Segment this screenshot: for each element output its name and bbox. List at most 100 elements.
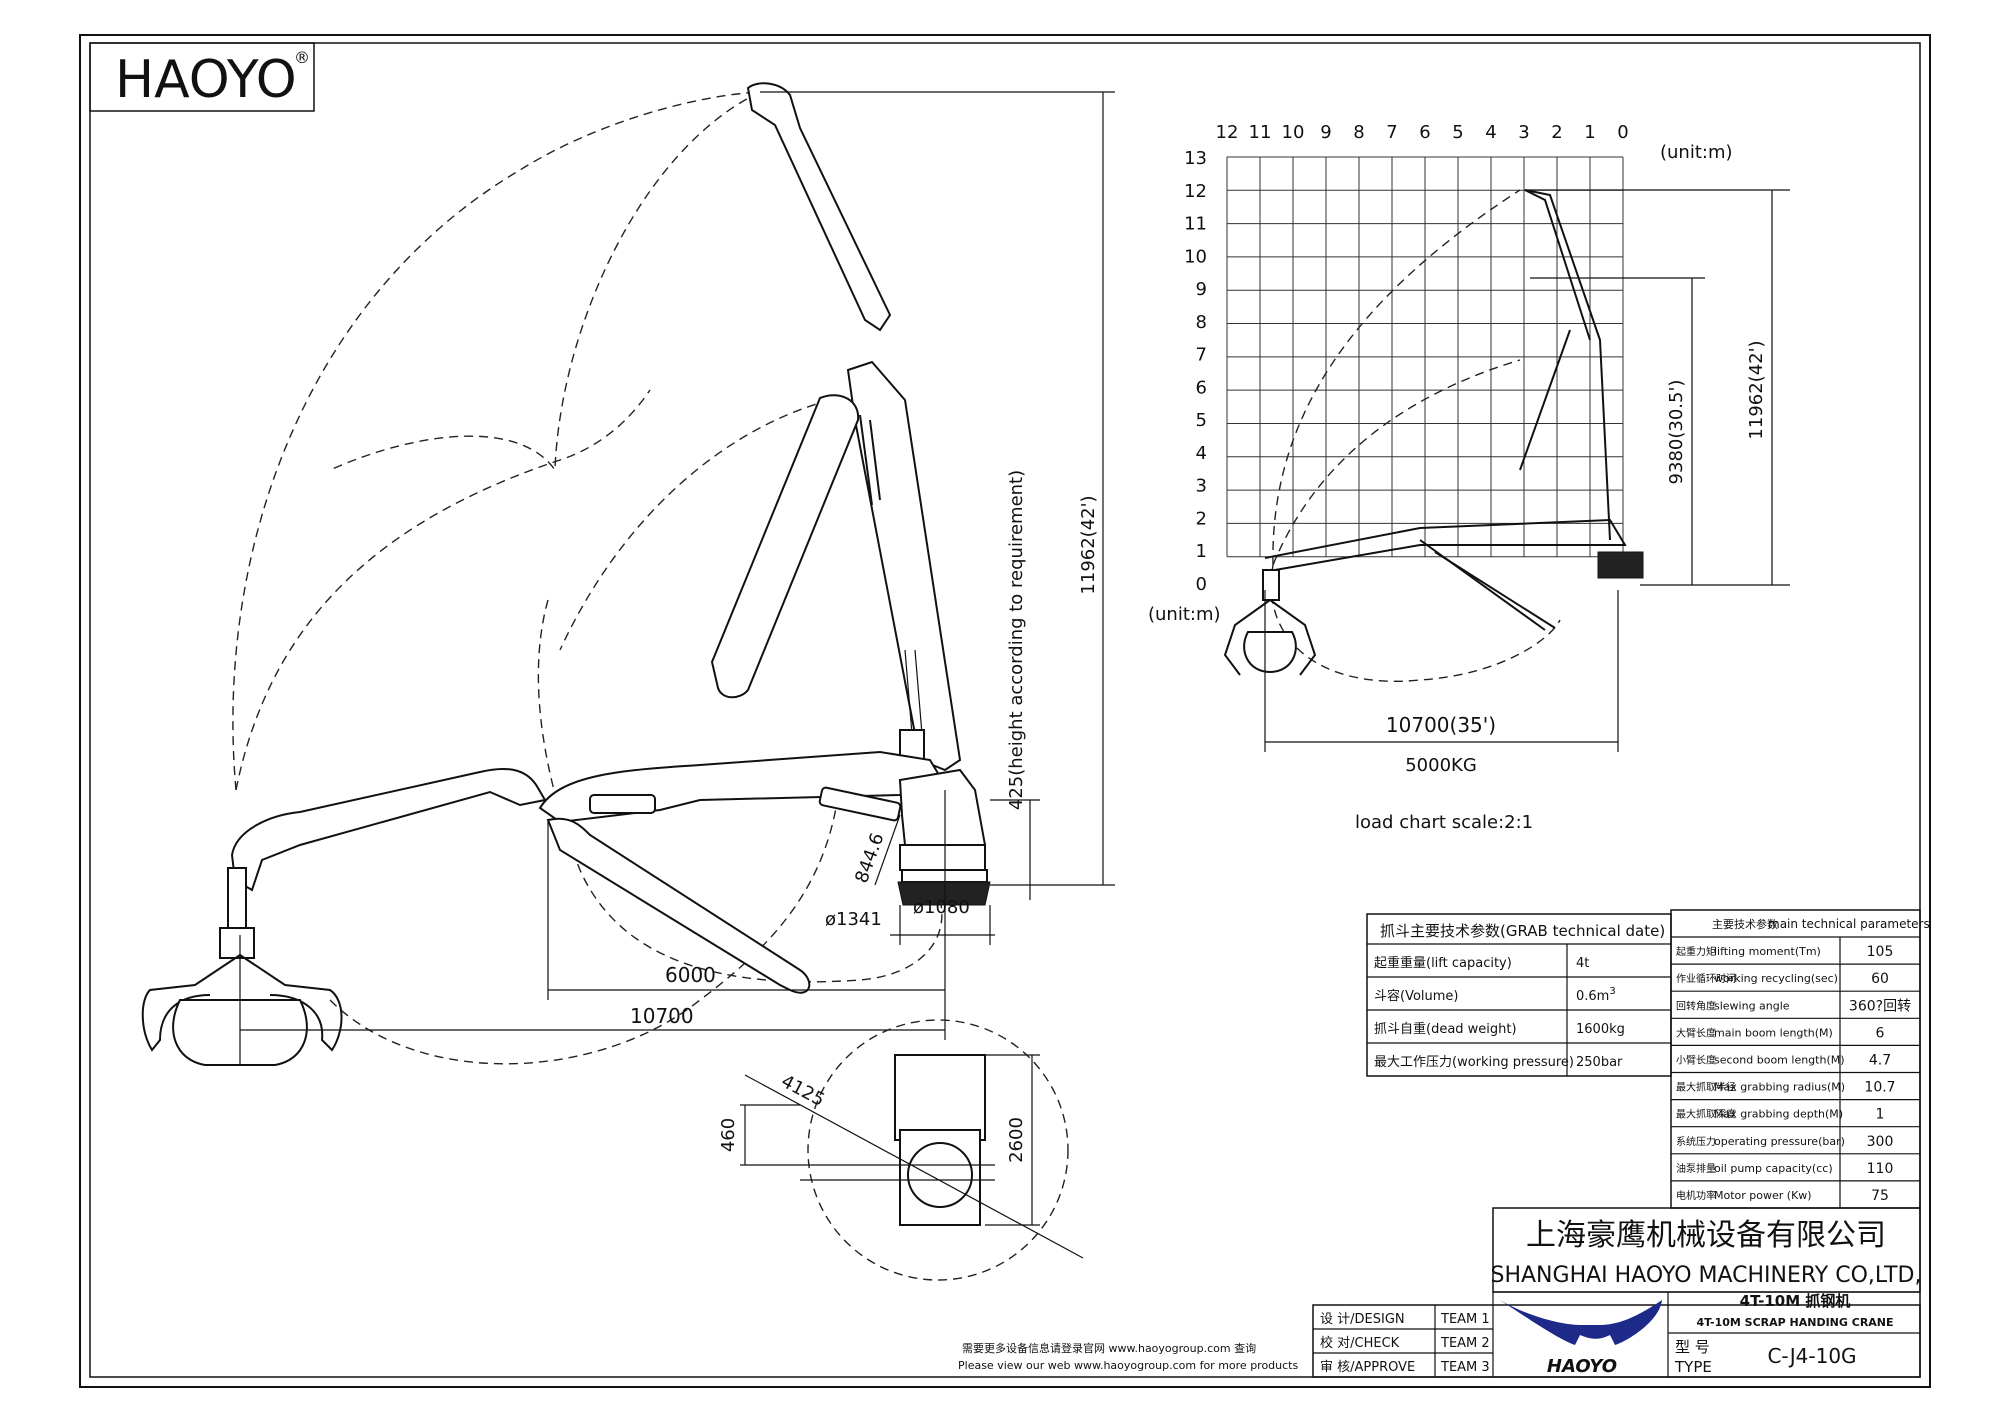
main-row-label-cn: 回转角度 [1676,999,1716,1012]
main-table-title-cn: 主要技术参数 [1712,917,1778,931]
load-chart-unit-top: (unit:m) [1660,142,1733,163]
dimension-reach-short: 6000 [547,790,946,1040]
main-row-label-en: operating pressure(bar) [1714,1135,1845,1148]
x-tick-label: 8 [1353,122,1364,143]
dimension-base-diameters: ø1341 ø1080 [825,897,995,945]
main-boom-raised [846,360,962,772]
reach-envelope-outer [232,91,761,791]
y-tick-label: 9 [1196,279,1207,300]
dim-reach-short-text: 6000 [665,963,716,987]
main-row-label-cn: 系统压力 [1676,1135,1716,1148]
type-value: C-J4-10G [1767,1344,1856,1368]
main-row-value: 1 [1876,1107,1885,1123]
main-row-label-en: Motor power (Kw) [1714,1189,1812,1202]
grab-row-2-label: 斗容(Volume) [1374,988,1459,1004]
grab-row-2-value: 0.6m3 [1576,986,1616,1004]
y-tick-label: 8 [1196,312,1207,333]
main-row-value: 300 [1867,1134,1894,1150]
product-name-cn: 4T-10M 抓钢机 [1740,1292,1851,1310]
dim-height-adjust-text: 425(height according to requirement) [1006,470,1027,810]
reach-envelope-mid [559,399,831,651]
brand-logo-text: HAOYO [115,50,297,110]
main-row-label-cn: 起重力矩 [1676,945,1716,958]
main-row-value: 60 [1871,971,1889,987]
main-row-value: 110 [1867,1161,1894,1177]
team-3: TEAM 3 [1440,1360,1490,1375]
web-note-cn: 需要更多设备信息请登录官网 www.haoyogroup.com 查询 [962,1341,1256,1355]
dim-height-total-text: 11962(42') [1078,495,1099,594]
approve-label: 审 核/APPROVE [1320,1360,1415,1375]
slewing-ring [899,844,986,871]
main-row-label-en: Max grabbing radius(M) [1714,1081,1845,1094]
chart-dim-height-max: 11962(42') [1746,340,1767,439]
main-row-value: 4.7 [1869,1053,1891,1069]
inner-frame [89,42,1921,1378]
y-tick-label: 7 [1196,345,1207,366]
main-row-label-cn: 小臂长度 [1676,1054,1716,1067]
main-row-label-cn: 最大抓取半径 [1676,1081,1736,1094]
main-row-label-en: working recycling(sec) [1714,972,1838,985]
x-tick-label: 12 [1216,122,1239,143]
chart-capacity: 5000KG [1405,755,1477,776]
load-chart-grid [1226,156,1624,558]
chart-dim-height-mid: 9380(30.5') [1666,380,1687,485]
company-name-cn: 上海豪鹰机械设备有限公司 [1526,1218,1886,1253]
main-row-label-en: Max grabbing depth(M) [1714,1108,1843,1121]
x-tick-label: 0 [1617,122,1628,143]
grab-row-1-label: 起重重量(lift capacity) [1374,955,1512,971]
dimension-reach-long: 10700 [240,1004,945,1031]
grab-bucket [141,867,343,1066]
haoyo-eagle-logo: HAOYO [1500,1300,1662,1377]
main-row-label-en: main boom length(M) [1714,1026,1833,1039]
product-name-en: 4T-10M SCRAP HANDING CRANE [1696,1316,1893,1329]
reach-envelope-inner [235,389,651,791]
y-tick-label: 4 [1196,443,1207,464]
x-tick-label: 9 [1320,122,1331,143]
y-tick-label: 10 [1184,246,1207,267]
type-label-en: TYPE [1674,1358,1712,1376]
hydraulic-cylinder-raised [859,414,881,506]
brand-logo-box: HAOYO ® [89,42,315,112]
x-tick-label: 3 [1518,122,1529,143]
y-tick-label: 2 [1196,508,1207,529]
main-row-label-cn: 最大抓取深度 [1676,1108,1736,1121]
base-plan-view: 4125 460 2600 [718,1019,1084,1281]
team-2: TEAM 2 [1440,1336,1490,1351]
y-tick-label: 5 [1196,410,1207,431]
dim-reach-long-text: 10700 [630,1004,694,1028]
dimension-height-adjust: 425(height according to requirement) [990,470,1040,900]
x-tick-label: 7 [1386,122,1397,143]
y-tick-label: 11 [1184,214,1207,235]
slew-radius-circle [807,1019,1069,1281]
dimension-slew-offset: 844.6 [851,814,901,886]
base-flange [897,881,991,906]
dim-depth-text: 2600 [1006,1117,1027,1163]
main-row-value: 105 [1867,944,1894,960]
y-tick-label: 13 [1184,148,1207,169]
grab-row-1-value: 4t [1576,956,1589,971]
title-block: 上海豪鹰机械设备有限公司 SHANGHAI HAOYO MACHINERY CO… [958,1207,1921,1378]
upper-boom-raised [746,82,892,332]
x-tick-label: 10 [1282,122,1305,143]
turret-body [898,768,987,846]
team-1: TEAM 1 [1440,1312,1490,1327]
main-row-value: 75 [1871,1188,1889,1204]
x-tick-label: 1 [1584,122,1595,143]
design-label: 设 计/DESIGN [1320,1312,1405,1327]
crane-elevation-view: 11962(42') 425(height according to requi… [141,82,1115,1066]
haoyo-logo-text: HAOYO [1547,1356,1617,1377]
second-boom-horizontal [230,768,547,892]
main-row-label-cn: 电机功率 [1676,1189,1716,1202]
y-tick-label: 1 [1196,541,1207,562]
grab-row-3-value: 1600kg [1576,1022,1625,1037]
dim-base-outer-text: ø1341 [825,909,882,930]
check-label: 校 对/CHECK [1320,1335,1400,1351]
y-tick-label: 0 [1196,574,1207,595]
main-row-label-en: second boom length(M) [1714,1054,1845,1067]
main-row-label-en: lifting moment(Tm) [1714,945,1821,958]
x-tick-label: 4 [1485,122,1496,143]
